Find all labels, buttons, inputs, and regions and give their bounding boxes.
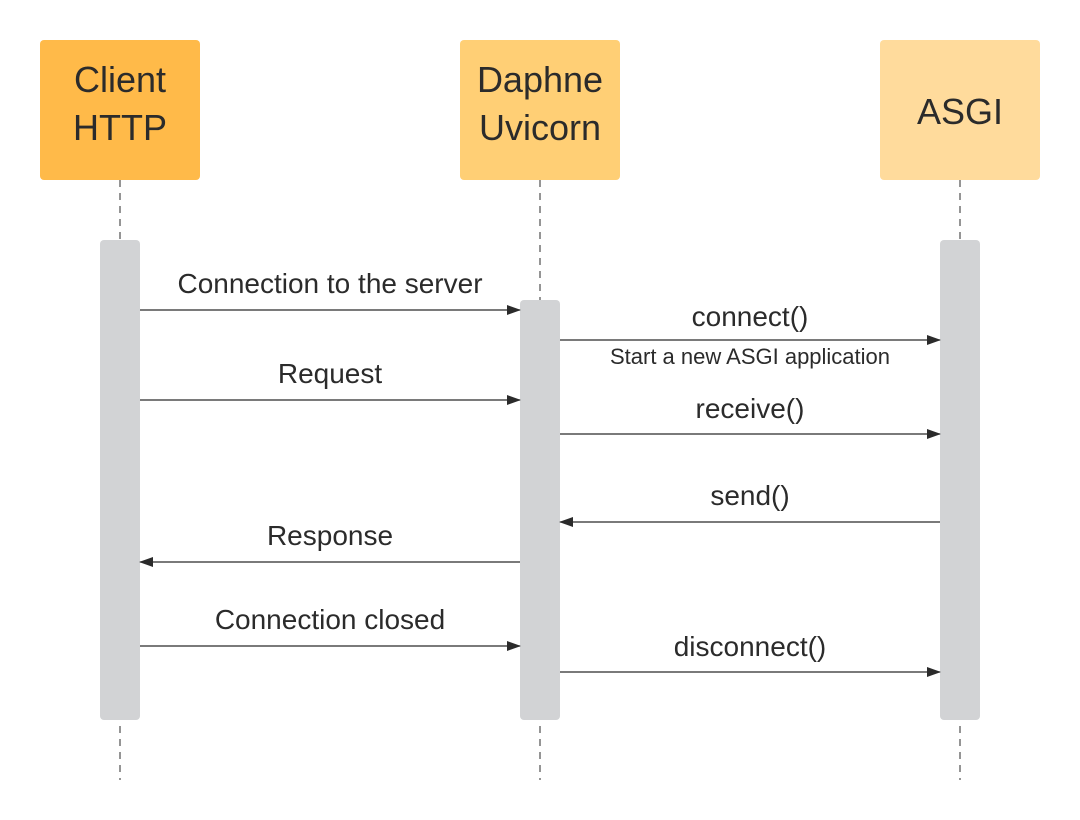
message-request: Request [140, 358, 521, 405]
actor-asgi-label: ASGI [917, 91, 1003, 132]
actor-asgi: ASGI [880, 40, 1040, 180]
message-label: send() [710, 480, 789, 511]
actor-server-label-line1: Daphne [477, 59, 603, 100]
message-label: Request [278, 358, 383, 389]
message-note: Start a new ASGI application [610, 344, 890, 369]
message-connect: connect() Start a new ASGI application [560, 301, 941, 369]
server-activation-bar [520, 300, 560, 720]
client-activation-bar [100, 240, 140, 720]
message-label: Connection closed [215, 604, 445, 635]
message-connection-to-server: Connection to the server [140, 268, 521, 315]
actor-server: Daphne Uvicorn [460, 40, 620, 180]
asgi-activation-bar [940, 240, 980, 720]
actor-server-label-line2: Uvicorn [479, 107, 601, 148]
message-receive: receive() [560, 393, 941, 439]
message-label: Connection to the server [177, 268, 482, 299]
actor-client-label-line1: Client [74, 59, 166, 100]
actor-client: Client HTTP [40, 40, 200, 180]
message-send: send() [559, 480, 940, 527]
actor-client-box [40, 40, 200, 180]
message-label: receive() [696, 393, 805, 424]
actor-server-box [460, 40, 620, 180]
message-label: disconnect() [674, 631, 827, 662]
message-response: Response [139, 520, 520, 567]
message-disconnect: disconnect() [560, 631, 941, 677]
message-connection-closed: Connection closed [140, 604, 521, 651]
actor-client-label-line2: HTTP [73, 107, 167, 148]
message-label: connect() [692, 301, 809, 332]
actor-asgi-box [880, 40, 1040, 180]
message-label: Response [267, 520, 393, 551]
